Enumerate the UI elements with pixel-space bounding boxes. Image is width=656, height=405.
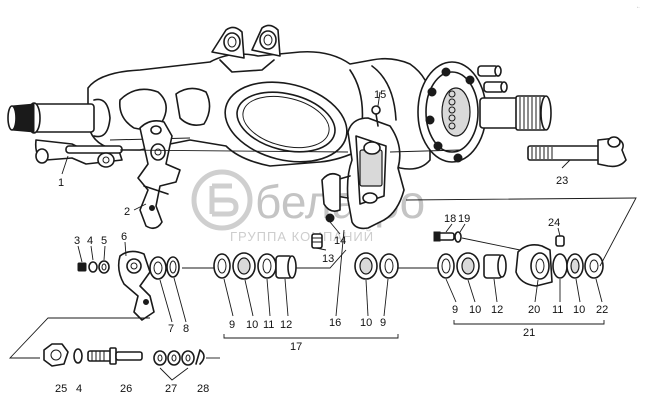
label-part-10-d: 10 <box>573 304 585 316</box>
label-part-9: 9 <box>229 319 235 331</box>
label-part-9-c: 9 <box>452 304 458 316</box>
label-part-22: 22 <box>596 304 608 316</box>
label-part-12: 12 <box>280 319 292 331</box>
label-part-25: 25 <box>55 383 67 395</box>
label-part-10-b: 10 <box>360 317 372 329</box>
watermark-logo-ring <box>191 169 253 231</box>
label-part-26: 26 <box>120 383 132 395</box>
axle-housing <box>87 24 431 170</box>
group-17-bearing-set <box>213 252 399 280</box>
part-16-right-knuckle <box>321 105 405 230</box>
label-part-24: 24 <box>548 217 560 229</box>
group-21-pivot-set <box>433 231 604 287</box>
right-hub-flange <box>417 61 552 163</box>
label-part-23: 23 <box>556 175 568 187</box>
label-part-13: 13 <box>322 253 334 265</box>
label-part-19: 19 <box>458 213 470 225</box>
part-13-bolt <box>311 233 323 249</box>
label-part-3: 3 <box>74 235 80 247</box>
label-part-11: 11 <box>263 319 274 331</box>
leader-lines <box>61 91 603 323</box>
label-part-16: 16 <box>329 317 341 329</box>
group-3-8-left-pivot <box>77 250 180 321</box>
label-part-12-b: 12 <box>491 304 503 316</box>
label-part-4: 4 <box>87 235 93 247</box>
corner-mark: ← <box>636 4 641 10</box>
group-25-28-pin-assembly <box>43 343 205 367</box>
watermark-subtitle: ГРУППА КОМПАНИЙ <box>230 229 374 244</box>
label-part-27: 27 <box>165 383 177 395</box>
label-part-2: 2 <box>124 206 130 218</box>
label-part-10-c: 10 <box>469 304 481 316</box>
part-2-knuckle-arm <box>137 120 181 230</box>
label-part-18: 18 <box>444 213 456 225</box>
watermark-logo-mark <box>209 183 239 217</box>
guide-lines <box>8 149 637 381</box>
label-part-14: 14 <box>334 235 346 247</box>
label-part-1: 1 <box>58 177 64 189</box>
label-group-17: 17 <box>290 341 302 353</box>
label-part-20: 20 <box>528 304 540 316</box>
label-group-21: 21 <box>523 327 535 339</box>
label-part-6: 6 <box>121 231 127 243</box>
label-part-15: 15 <box>374 89 386 101</box>
label-part-28: 28 <box>197 383 209 395</box>
part-23-shaft-fork <box>527 136 627 168</box>
label-part-8: 8 <box>183 323 189 335</box>
label-part-11-b: 11 <box>552 304 563 316</box>
part-labels: 1 2 3 4 5 6 7 8 9 10 11 12 13 14 15 16 1… <box>55 89 608 395</box>
label-part-10: 10 <box>246 319 258 331</box>
label-part-5: 5 <box>101 235 107 247</box>
label-part-7: 7 <box>168 323 174 335</box>
left-axle-shaft <box>7 98 123 168</box>
label-part-4-b: 4 <box>76 383 82 395</box>
label-part-9-b: 9 <box>380 317 386 329</box>
